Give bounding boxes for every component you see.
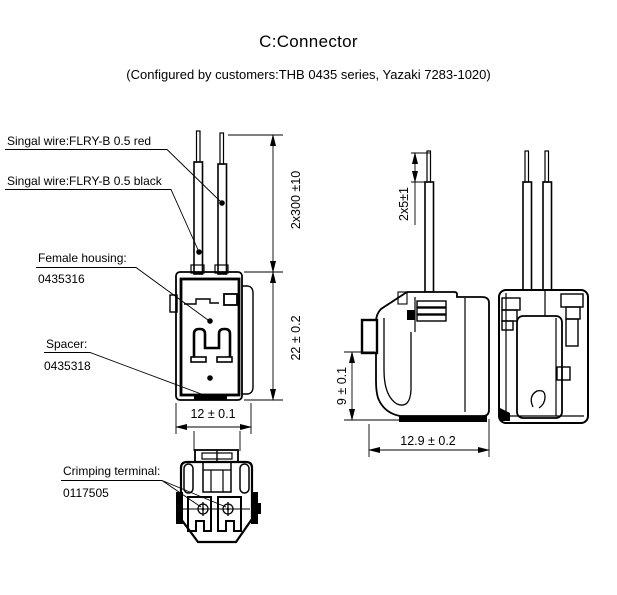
label-female-housing: Female housing:: [38, 251, 127, 265]
bottom-cavity-right: [217, 496, 242, 532]
side-view: [360, 150, 490, 422]
label-signal-wire-red: Singal wire:FLRY-B 0.5 red: [7, 134, 152, 148]
part-number-spacer: 0435318: [44, 359, 91, 373]
label-signal-wire-black: Singal wire:FLRY-B 0.5 black: [7, 174, 162, 188]
dimension-wire-length: 2x300 ±10: [289, 170, 303, 230]
front-housing-outline: [175, 271, 243, 401]
leader-signal-wire-red: [5, 149, 223, 204]
wire-red: [217, 132, 228, 275]
label-spacer: Spacer:: [46, 337, 88, 351]
drawing-title: C:Connector: [259, 32, 358, 51]
side-dimension-lines: [344, 152, 490, 457]
side-lock-ribs: [416, 300, 447, 322]
crimp-terminal-right: [222, 502, 234, 516]
leader-dot-spacer-area: [207, 375, 213, 381]
drawing-subtitle: (Configured by customers:THB 0435 series…: [126, 67, 491, 82]
bottom-outline: [179, 460, 254, 544]
bottom-view: [176, 431, 261, 544]
front-spacer-edge: [194, 396, 227, 400]
dimension-lock-height: 9 ± 0.1: [335, 366, 349, 406]
dimension-housing-height: 22 ± 0.2: [289, 315, 303, 361]
side-lock-tab: [360, 318, 379, 355]
side-wire: [424, 150, 435, 293]
crimp-terminal-left: [197, 502, 209, 516]
wire-black: [193, 130, 204, 275]
bottom-cavity-left: [187, 496, 212, 532]
leader-crimping-terminal: [61, 480, 227, 508]
dimension-strip-length: 2x5±1: [397, 187, 411, 221]
side-bottom-seal: [399, 416, 487, 422]
dimension-housing-width: 12 ± 0.1: [190, 407, 236, 421]
label-crimping-terminal: Crimping terminal:: [63, 464, 161, 478]
leader-female-housing: [36, 267, 209, 321]
front-view: [169, 130, 254, 401]
leader-dot-female-housing: [207, 318, 213, 324]
part-number-crimping-terminal: 0117505: [63, 486, 109, 500]
dimension-housing-depth: 12.9 ± 0.2: [400, 434, 456, 448]
callout-leaders: [5, 149, 227, 508]
rear-view: [498, 150, 589, 424]
leader-spacer: [44, 352, 213, 399]
front-dimension-lines: [175, 134, 283, 434]
front-spacer-shape: [192, 327, 232, 357]
side-housing-outline: [375, 291, 490, 417]
leader-signal-wire-black: [5, 189, 200, 253]
part-number-female-housing: 0435316: [38, 272, 85, 286]
rear-wires: [522, 150, 553, 291]
